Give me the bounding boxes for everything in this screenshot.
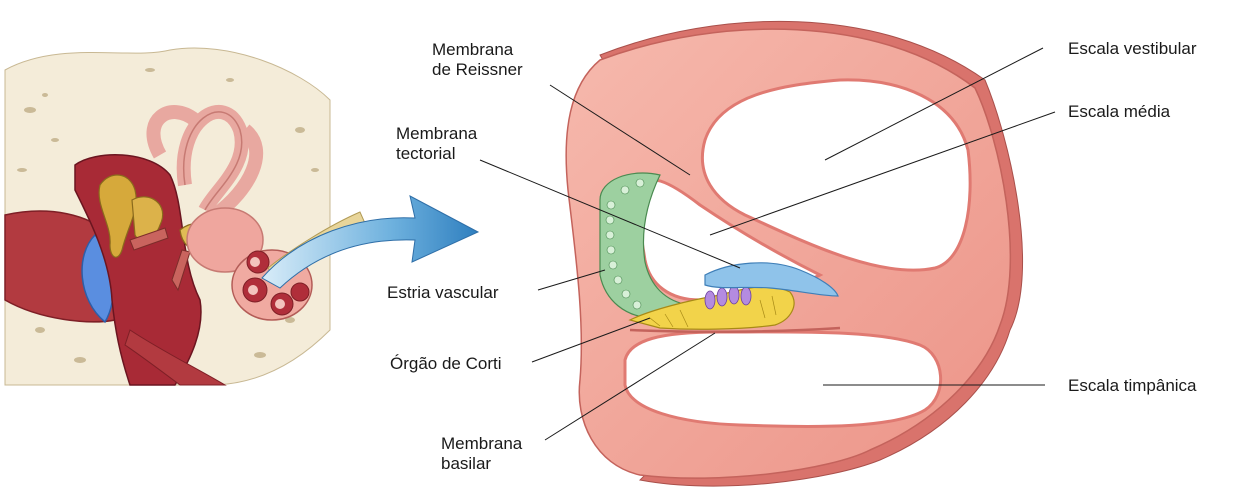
label-escala-vestibular: Escala vestibular xyxy=(1068,39,1197,59)
label-membrana-basilar-line1: Membrana xyxy=(441,434,522,454)
label-escala-media: Escala média xyxy=(1068,102,1170,122)
label-membrana-tectorial-line2: tectorial xyxy=(396,144,477,164)
label-membrana-basilar: Membrana basilar xyxy=(441,434,522,474)
label-membrana-reissner: Membrana de Reissner xyxy=(432,40,523,80)
label-membrana-basilar-line2: basilar xyxy=(441,454,522,474)
inner-ear-illustration xyxy=(5,48,368,385)
label-membrana-reissner-line1: Membrana xyxy=(432,40,523,60)
cochlea-cross-section xyxy=(566,21,1022,486)
label-orgao-de-corti: Órgão de Corti xyxy=(390,354,502,374)
scala-tympani-cavity xyxy=(625,332,941,427)
label-membrana-reissner-line2: de Reissner xyxy=(432,60,523,80)
label-estria-vascular: Estria vascular xyxy=(387,283,498,303)
label-escala-timpanica: Escala timpânica xyxy=(1068,376,1197,396)
label-membrana-tectorial: Membrana tectorial xyxy=(396,124,477,164)
label-membrana-tectorial-line1: Membrana xyxy=(396,124,477,144)
